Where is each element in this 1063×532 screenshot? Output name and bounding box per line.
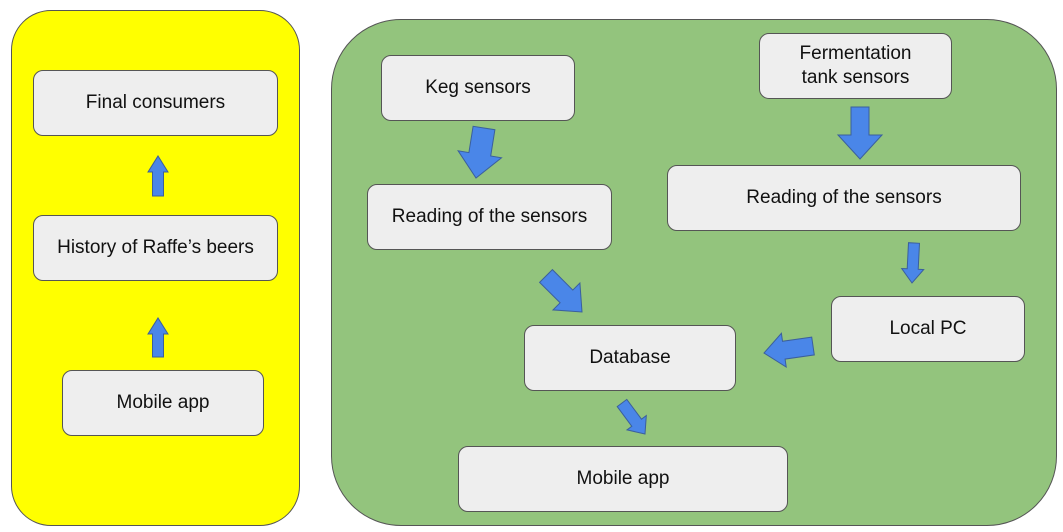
database-box: Database bbox=[524, 325, 736, 391]
arrow-app-to-history bbox=[147, 317, 169, 358]
history-label: History of Raffe’s beers bbox=[57, 237, 254, 259]
right-mobile-app-box: Mobile app bbox=[458, 446, 788, 512]
local-pc-box: Local PC bbox=[831, 296, 1025, 362]
final-consumers-label: Final consumers bbox=[85, 92, 226, 114]
history-box: History of Raffe’s beers bbox=[33, 215, 278, 281]
arrow-localpc-to-database bbox=[763, 332, 815, 368]
local-pc-label: Local PC bbox=[889, 318, 967, 340]
arrow-reading-to-localpc bbox=[900, 242, 925, 284]
keg-sensors-box: Keg sensors bbox=[381, 55, 575, 121]
arrow-fermentation-to-reading bbox=[836, 106, 884, 160]
reading-sensors-left-label: Reading of the sensors bbox=[391, 206, 588, 228]
reading-sensors-right-box: Reading of the sensors bbox=[667, 165, 1021, 231]
database-label: Database bbox=[589, 347, 671, 369]
arrow-history-to-consumers bbox=[147, 155, 169, 197]
arrow-reading-to-database bbox=[538, 268, 583, 313]
keg-sensors-label: Keg sensors bbox=[425, 77, 531, 99]
fermentation-sensors-box: Fermentation tank sensors bbox=[759, 33, 952, 99]
reading-sensors-left-box: Reading of the sensors bbox=[367, 184, 612, 250]
arrow-keg-to-reading bbox=[457, 125, 503, 179]
final-consumers-box: Final consumers bbox=[33, 70, 278, 136]
right-mobile-app-label: Mobile app bbox=[576, 468, 670, 490]
left-mobile-app-label: Mobile app bbox=[116, 392, 210, 414]
arrow-database-to-mobile bbox=[616, 398, 647, 435]
left-mobile-app-box: Mobile app bbox=[62, 370, 264, 436]
fermentation-sensors-label: Fermentation tank sensors bbox=[799, 43, 912, 88]
reading-sensors-right-label: Reading of the sensors bbox=[746, 187, 942, 209]
